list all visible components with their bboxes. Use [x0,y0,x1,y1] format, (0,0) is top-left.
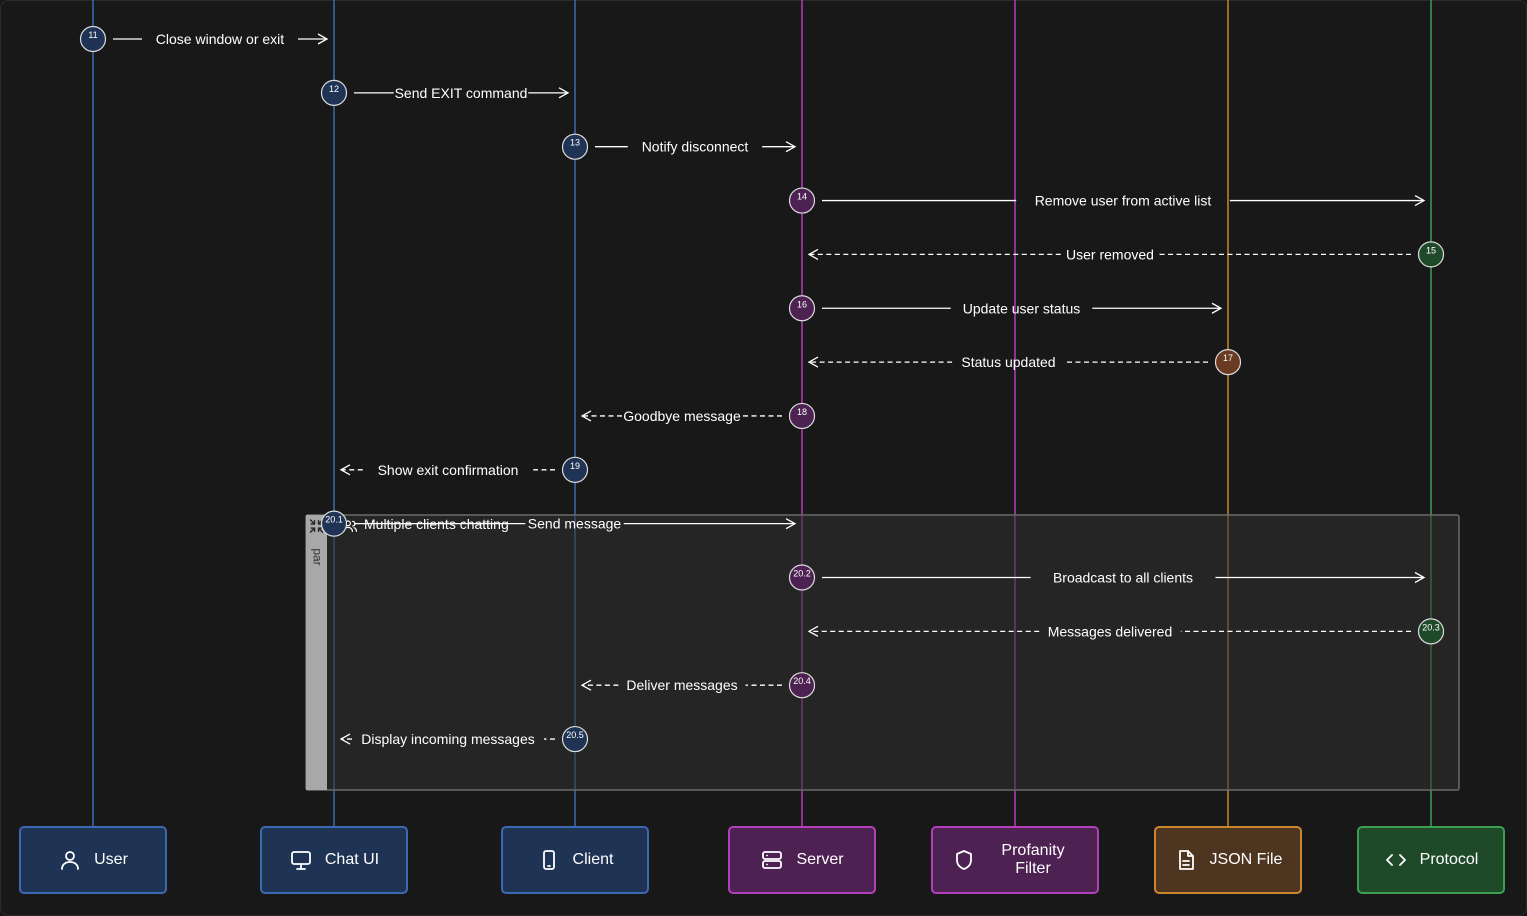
message-label: Update user status [963,300,1081,316]
step-badge [788,295,816,322]
message-16[interactable]: Update user status 16 [788,295,1223,322]
step-badge [788,672,816,699]
message-20-1[interactable]: Send message 20.1 [320,510,797,537]
step-number: 15 [1426,245,1436,255]
message-label: Goodbye message [623,408,741,424]
code-icon [1384,848,1408,872]
step-number: 16 [797,299,807,309]
step-badge [561,725,589,753]
message-label: Send EXIT command [395,85,528,101]
step-badge [561,456,589,483]
user-icon [58,848,82,872]
step-badge [1417,618,1445,645]
message-label: Send message [528,516,622,532]
message-14[interactable]: Remove user from active list 14 [788,187,1426,214]
step-badge [561,133,589,160]
shield-icon [952,848,976,872]
step-number: 18 [797,407,807,417]
actor-label: Profanity Filter [1001,842,1065,877]
monitor-icon [289,848,313,872]
step-number: 12 [329,84,339,94]
collapse-icon[interactable] [309,519,324,533]
actor-json-file[interactable]: JSON File [1154,826,1302,894]
message-label: Remove user from active list [1035,193,1212,209]
message-label: User removed [1066,246,1154,262]
actor-server[interactable]: Server [728,826,876,894]
step-number: 19 [570,461,580,471]
message-label: Close window or exit [156,31,284,47]
message-label: Show exit confirmation [378,462,519,478]
actor-label: JSON File [1209,851,1283,868]
message-label: Status updated [961,354,1055,370]
step-badge [320,510,348,537]
actor-label: Chat UI [324,851,380,868]
message-13[interactable]: Notify disconnect 13 [561,133,797,160]
step-number: 13 [570,138,580,148]
step-badge [79,25,107,53]
par-fragment-kind: par [310,548,324,565]
actor-label: Client [572,851,614,868]
step-number: 14 [797,192,807,202]
actor-label: User [94,851,128,868]
step-number: 20.3 [1422,622,1440,632]
message-label: Broadcast to all clients [1053,570,1193,586]
actor-user[interactable]: User [19,826,167,894]
message-15[interactable]: User removed 15 [807,241,1445,268]
actor-label: Server [796,851,844,868]
message-11[interactable]: Close window or exit 11 [79,25,329,53]
step-number: 20.1 [325,515,343,525]
phone-icon [537,848,561,872]
step-badge [1417,241,1445,268]
step-badge [788,564,816,591]
step-number: 20.4 [793,676,811,686]
message-20-3[interactable]: Messages delivered 20.3 [807,618,1445,645]
actor-label: Protocol [1419,851,1479,868]
par-fragment-sidebar [306,515,327,790]
file-icon [1174,848,1198,872]
step-badge [788,187,816,214]
step-number: 17 [1223,353,1233,363]
step-number: 20.5 [566,730,584,740]
actor-client[interactable]: Client [501,826,649,894]
message-label: Display incoming messages [361,731,535,747]
actor-protocol[interactable]: Protocol [1357,826,1505,894]
message-19[interactable]: Show exit confirmation 19 [339,456,589,483]
step-number: 11 [88,30,97,40]
step-badge [320,79,348,106]
message-label: Deliver messages [626,677,737,693]
server-icon [760,848,784,872]
step-badge [1214,349,1242,376]
message-12[interactable]: Send EXIT command 12 [320,79,570,106]
actor-chat-ui[interactable]: Chat UI [260,826,408,894]
message-20-2[interactable]: Broadcast to all clients 20.2 [788,564,1426,591]
message-17[interactable]: Status updated 17 [807,349,1242,376]
message-20-5[interactable]: Display incoming messages 20.5 [339,725,589,753]
step-number: 20.2 [793,569,811,579]
message-18[interactable]: Goodbye message 18 [580,402,816,430]
message-20-4[interactable]: Deliver messages 20.4 [580,672,816,699]
step-badge [788,402,816,430]
message-label: Notify disconnect [642,139,749,155]
actor-profanity-filter[interactable]: Profanity Filter [931,826,1099,894]
par-fragment [305,514,1460,791]
message-label: Messages delivered [1048,623,1173,639]
